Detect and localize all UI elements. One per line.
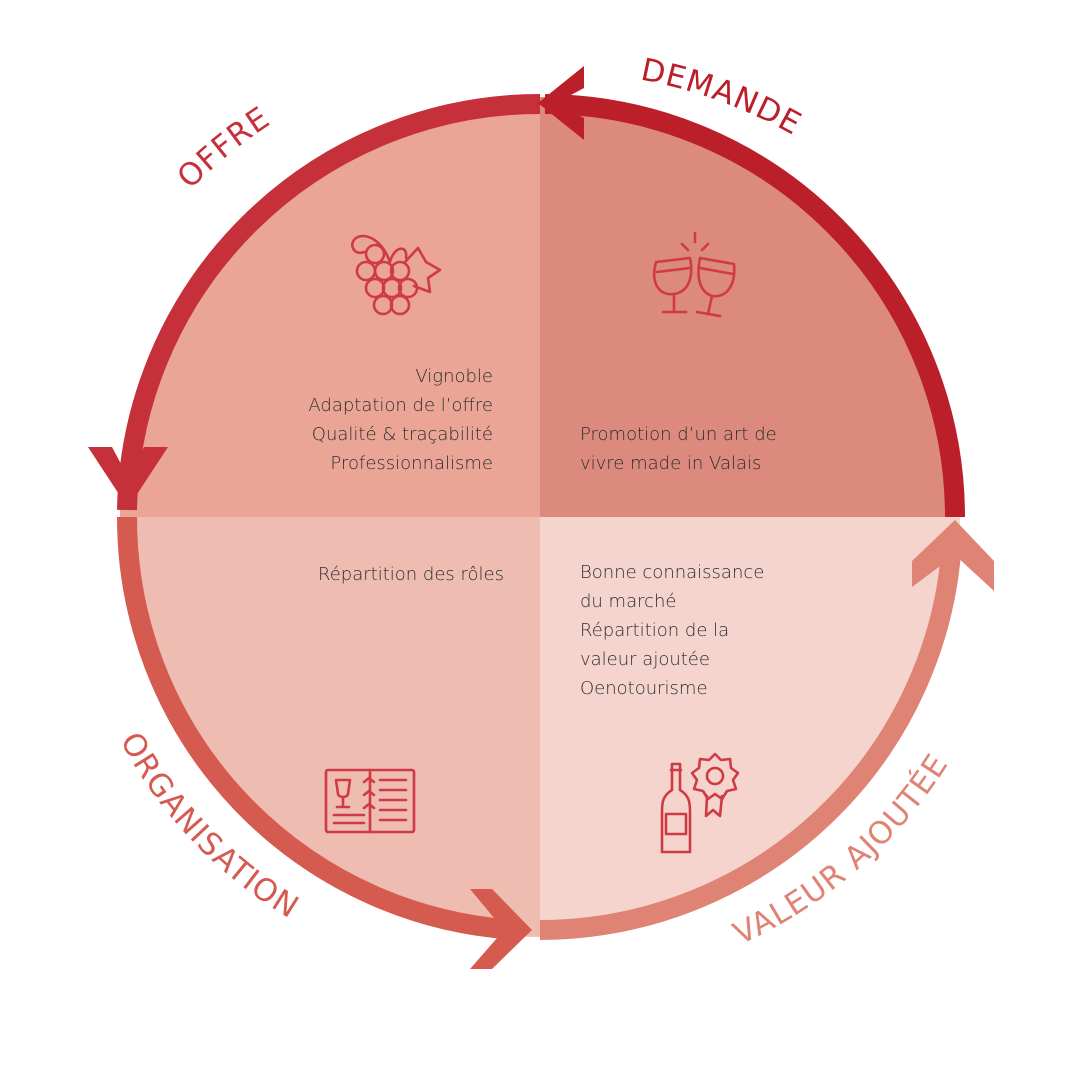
organisation-text: Répartition des rôles	[318, 560, 504, 589]
valeur-line: Oenotourisme	[580, 678, 708, 699]
arc-offre	[117, 94, 541, 511]
grapes-icon	[351, 234, 442, 316]
demande-line: Promotion d’un art de	[580, 424, 777, 445]
quadrant-valeur	[540, 517, 960, 937]
wine-glasses-cheers-icon	[653, 231, 736, 318]
quadrant-offre	[120, 97, 540, 517]
arc-valeur	[539, 539, 962, 940]
arrowhead-offre	[88, 447, 168, 508]
valeur-text: Bonne connaissance du marché Répartition…	[580, 558, 764, 703]
offre-line: Vignoble	[415, 366, 493, 387]
wine-bottle-award-icon	[660, 752, 740, 854]
label-offre: OFFRE	[170, 100, 276, 196]
arc-demande	[544, 94, 965, 518]
arrowhead-demande	[538, 66, 584, 140]
offre-line: Professionnalisme	[330, 453, 493, 474]
arrowhead-organisation	[470, 889, 532, 969]
wine-menu-book-icon	[324, 768, 416, 834]
demande-text: Promotion d’un art de vivre made in Vala…	[580, 420, 777, 478]
offre-text: Vignoble Adaptation de l’offre Qualité &…	[308, 362, 493, 478]
valeur-line: du marché	[580, 591, 677, 612]
offre-line: Qualité & traçabilité	[311, 424, 493, 445]
valeur-line: Bonne connaissance	[580, 562, 765, 583]
valeur-line: valeur ajoutée	[580, 649, 710, 670]
quadrant-demande	[540, 97, 960, 517]
demande-line: vivre made in Valais	[580, 453, 762, 474]
arrowhead-valeur	[912, 520, 994, 591]
organisation-line: Répartition des rôles	[318, 564, 504, 585]
offre-line: Adaptation de l’offre	[308, 395, 493, 416]
valeur-line: Répartition de la	[580, 620, 730, 641]
arc-organisation	[116, 516, 521, 940]
quadrant-organisation	[120, 517, 540, 937]
